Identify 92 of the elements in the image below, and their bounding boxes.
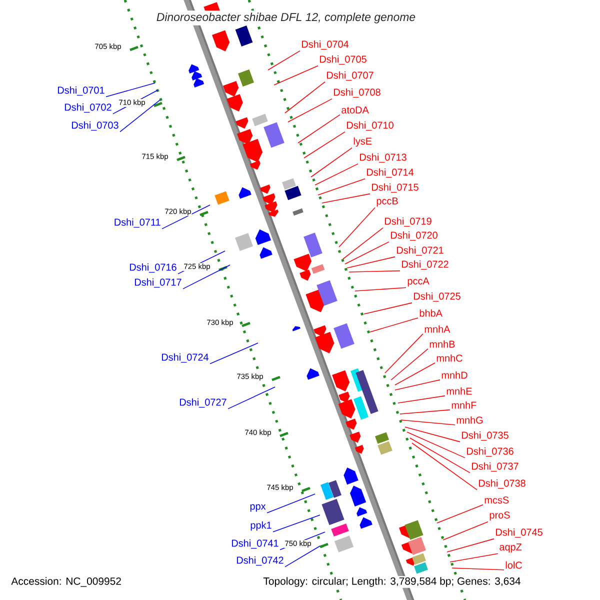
gene-label: Dshi_0722 xyxy=(402,260,448,270)
gene-label: Dshi_0736 xyxy=(467,447,514,457)
gene-label: ppk1 xyxy=(250,521,272,531)
leader-line xyxy=(298,114,340,144)
gene-label: Dshi_0724 xyxy=(162,353,208,363)
gene-label: Dshi_0742 xyxy=(236,556,284,566)
leader-line xyxy=(274,65,318,86)
gene-label: pccB xyxy=(376,198,398,206)
leader-line xyxy=(404,426,460,442)
leader-line xyxy=(452,568,504,570)
leader-line xyxy=(394,362,436,386)
leader-line xyxy=(436,504,484,524)
gene-label: mnhE xyxy=(446,387,472,395)
gene-label: Dshi_0710 xyxy=(347,121,394,131)
gene-label: Dshi_0714 xyxy=(367,168,414,178)
gene-label: Dshi_0716 xyxy=(130,263,176,273)
leader-line xyxy=(348,270,400,272)
leader-line xyxy=(266,494,316,514)
leader-line xyxy=(412,442,478,490)
leader-line xyxy=(370,317,418,332)
leader-line xyxy=(394,379,440,390)
leader-line xyxy=(342,227,384,260)
info-note: Accession: NC_009952 xyxy=(10,576,122,588)
gene-label: Dshi_0704 xyxy=(302,40,349,50)
gene-label: Dshi_0711 xyxy=(114,218,160,228)
leader-line xyxy=(228,386,276,410)
gene-label: aqpZ xyxy=(500,544,522,552)
gene-label: Dshi_0703 xyxy=(72,121,118,131)
leader-line xyxy=(442,521,488,540)
gene-label: pccA xyxy=(408,278,430,286)
gene-label: Dshi_0702 xyxy=(64,103,112,113)
leader-line xyxy=(268,50,300,70)
gene-label: mcsS xyxy=(484,496,509,504)
leader-line xyxy=(322,193,370,204)
leader-line xyxy=(398,395,446,404)
gene-label: Dshi_0717 xyxy=(134,278,182,288)
leader-line xyxy=(284,546,320,568)
leader-line xyxy=(210,342,258,364)
leader-line xyxy=(304,131,346,158)
gene-label: Dshi_0719 xyxy=(385,217,432,227)
gene-label: Dshi_0725 xyxy=(414,292,460,302)
leader-line xyxy=(162,204,210,230)
map-title: Dinoroseobacter shibae DFL 12, complete genome xyxy=(154,10,418,26)
gene-label: Dshi_0715 xyxy=(372,183,418,193)
gene-label: Dshi_0745 xyxy=(496,528,542,538)
leader-line xyxy=(450,553,498,562)
gene-label: Dshi_0707 xyxy=(327,71,374,81)
leader-line xyxy=(400,420,456,426)
leader-line xyxy=(400,409,450,414)
gene-label: Dshi_0721 xyxy=(397,246,444,256)
gene-label: Dshi_0708 xyxy=(334,88,380,98)
gene-label: mnhA xyxy=(424,325,450,333)
gene-label: mnhF xyxy=(452,401,476,409)
leader-line xyxy=(310,147,352,178)
leader-line xyxy=(406,432,466,458)
leader-line xyxy=(384,333,424,374)
leader-line xyxy=(354,287,406,292)
leader-line xyxy=(318,178,366,196)
gene-label: Dshi_0701 xyxy=(58,86,104,96)
gene-label: Dshi_0713 xyxy=(360,153,406,163)
gene-label: Dshi_0720 xyxy=(391,231,438,241)
leader-line xyxy=(182,264,230,290)
leader-line xyxy=(410,438,470,474)
leader-line xyxy=(364,302,412,314)
leader-line xyxy=(106,82,156,98)
gene-label: Dshi_0738 xyxy=(479,479,526,489)
gene-label: Dshi_0705 xyxy=(320,55,366,65)
gene-label: mnhG xyxy=(456,416,483,424)
leader-line xyxy=(120,100,160,132)
leader-line xyxy=(284,81,326,114)
gene-label: Dshi_0735 xyxy=(462,431,508,441)
gene-label: mnhB xyxy=(430,340,455,348)
gene-label: Dshi_0737 xyxy=(472,462,518,472)
gene-label: proS xyxy=(490,512,510,521)
leader-line xyxy=(338,207,376,248)
gene-label: ppx xyxy=(250,504,266,512)
gene-label: Dshi_0727 xyxy=(180,398,226,408)
gene-label: atoDA xyxy=(342,106,369,114)
info-note: Topology: circular; Length: 3,789,584 bp; Genes: 3,634 xyxy=(262,576,522,588)
leader-line xyxy=(344,241,390,264)
leader-line xyxy=(314,163,358,186)
gene-label: mnhD xyxy=(442,371,468,379)
gene-label: lysE xyxy=(354,137,372,147)
gene-label: lolC xyxy=(506,561,522,569)
leader-line xyxy=(390,348,428,380)
leader-line xyxy=(346,256,396,268)
leader-line xyxy=(446,538,494,552)
leader-line xyxy=(272,514,320,532)
gene-label: Dshi_0741 xyxy=(232,539,278,549)
gene-label: mnhC xyxy=(436,354,462,362)
gene-label: bhbA xyxy=(420,309,442,317)
leader-line xyxy=(288,98,332,122)
